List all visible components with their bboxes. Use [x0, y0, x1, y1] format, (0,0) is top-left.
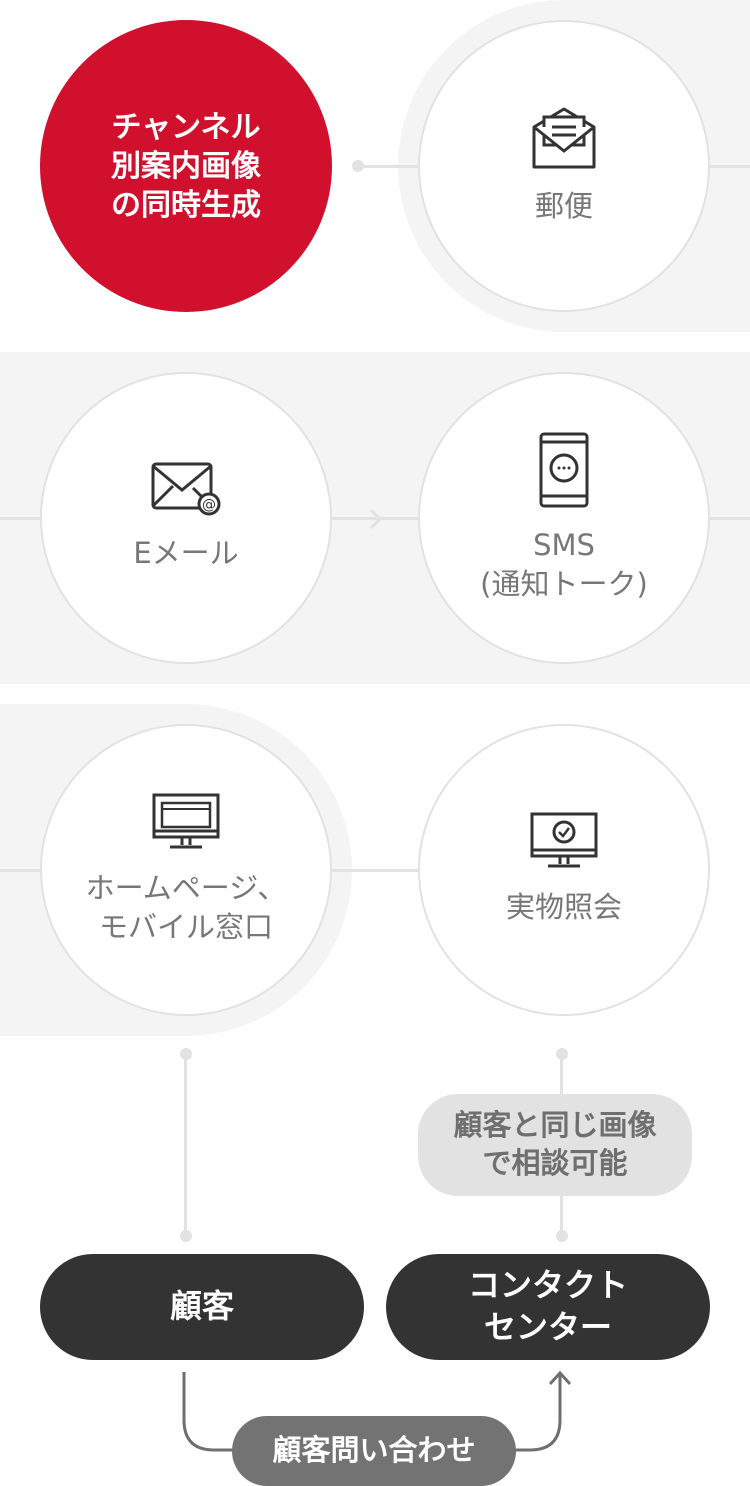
monitor-check-icon [530, 812, 598, 868]
connector-dot [180, 1048, 192, 1060]
smartphone-chat-icon [539, 432, 589, 508]
connector [0, 869, 42, 872]
connector-dot [556, 1230, 568, 1242]
channel-homepage: ホームページ、モバイル窓口 [40, 724, 332, 1016]
hub-circle: チャンネル別案内画像の同時生成 [40, 20, 332, 312]
contact-center-node: コンタクトセンター [386, 1254, 710, 1360]
connector-dot [180, 1230, 192, 1242]
channel-sms: SMS(通知トーク) [418, 372, 710, 664]
connector [708, 517, 750, 520]
note-badge: 顧客と同じ画像で相談可能 [418, 1094, 692, 1196]
channel-email: @ Eメール [40, 372, 332, 664]
browser-monitor-icon [152, 793, 220, 849]
channel-label: SMS(通知トーク) [480, 527, 648, 601]
connector [184, 1054, 187, 1236]
email-at-icon: @ [151, 462, 221, 516]
channel-post: 郵便 [418, 20, 710, 312]
connector-dot [556, 1048, 568, 1060]
customer-node: 顧客 [40, 1254, 364, 1360]
connector [330, 517, 420, 520]
connector-dot [352, 160, 364, 172]
connector [708, 165, 750, 168]
channel-label: Eメール [133, 536, 239, 571]
connector [330, 869, 420, 872]
channel-label: 郵便 [534, 189, 593, 224]
channel-label: ホームページ、モバイル窓口 [85, 870, 287, 944]
open-envelope-icon [532, 107, 596, 169]
channel-inquiry: 実物照会 [418, 724, 710, 1016]
inquiry-badge: 顧客問い合わせ [232, 1416, 516, 1486]
svg-text:@: @ [202, 497, 216, 513]
connector [0, 517, 42, 520]
hub-label: チャンネル別案内画像の同時生成 [111, 109, 261, 223]
channel-label: 実物照会 [505, 890, 622, 925]
chevron-right-icon [369, 508, 383, 530]
connector [358, 165, 420, 168]
